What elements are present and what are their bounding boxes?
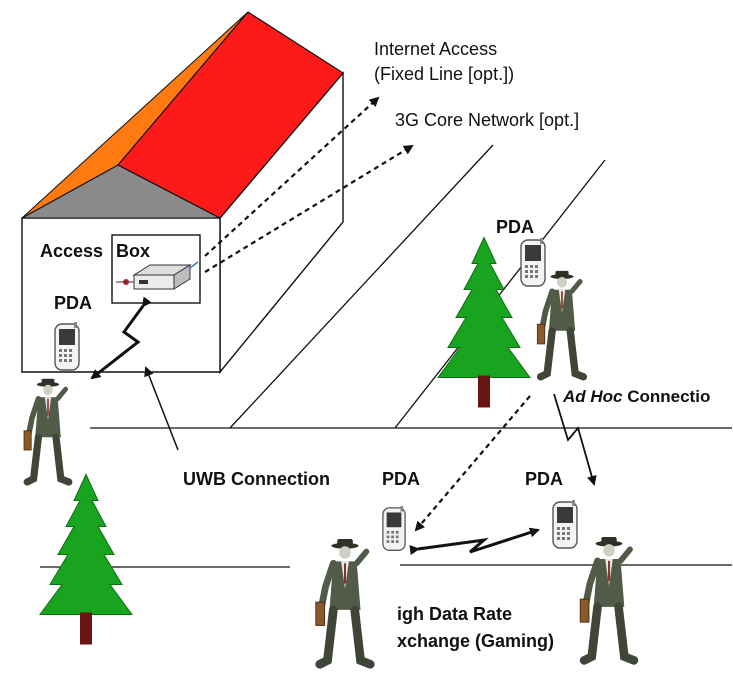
high-data-rate-label: igh Data Rate bbox=[397, 604, 513, 624]
fixed-line-label: (Fixed Line [opt.]) bbox=[374, 64, 515, 84]
router-icon bbox=[116, 261, 199, 290]
pda-icon bbox=[382, 506, 406, 551]
adhoc-connection-label: Ad Hoc Connectio bbox=[563, 388, 710, 405]
pda-label: PDA bbox=[54, 293, 93, 313]
internet-access-label: Internet Access bbox=[374, 39, 498, 59]
pda-label: PDA bbox=[496, 217, 535, 237]
pda-icon bbox=[552, 500, 578, 549]
pda-icon bbox=[54, 322, 80, 371]
pda-label: PDA bbox=[525, 469, 564, 489]
tree-icon bbox=[39, 473, 133, 646]
gaming-wireless-link bbox=[409, 527, 540, 556]
person-icon bbox=[580, 537, 634, 660]
adhoc-wireless-link bbox=[553, 393, 597, 486]
adhoc-rest-label: Connectio bbox=[622, 387, 711, 406]
pda-icon bbox=[520, 238, 546, 287]
adhoc-dashed-link bbox=[414, 395, 531, 532]
pda-label: PDA bbox=[382, 469, 421, 489]
access-box bbox=[111, 234, 201, 304]
box-label: Box bbox=[116, 241, 151, 261]
uwb-pointer bbox=[144, 366, 179, 451]
house bbox=[21, 11, 344, 374]
backhaul-links bbox=[204, 96, 414, 273]
exchange-gaming-label: xchange (Gaming) bbox=[397, 631, 555, 651]
person-icon bbox=[24, 379, 69, 482]
core-network-label: 3G Core Network [opt.] bbox=[395, 110, 580, 130]
uwb-connection-label: UWB Connection bbox=[183, 469, 330, 489]
person-icon bbox=[316, 539, 370, 664]
adhoc-italic-label: Ad Hoc bbox=[563, 387, 623, 406]
roof-right bbox=[117, 11, 344, 219]
uwb-wireless-link bbox=[90, 296, 152, 380]
tree-icon bbox=[437, 236, 531, 409]
access-label: Access bbox=[40, 241, 104, 261]
person-icon bbox=[537, 271, 583, 377]
